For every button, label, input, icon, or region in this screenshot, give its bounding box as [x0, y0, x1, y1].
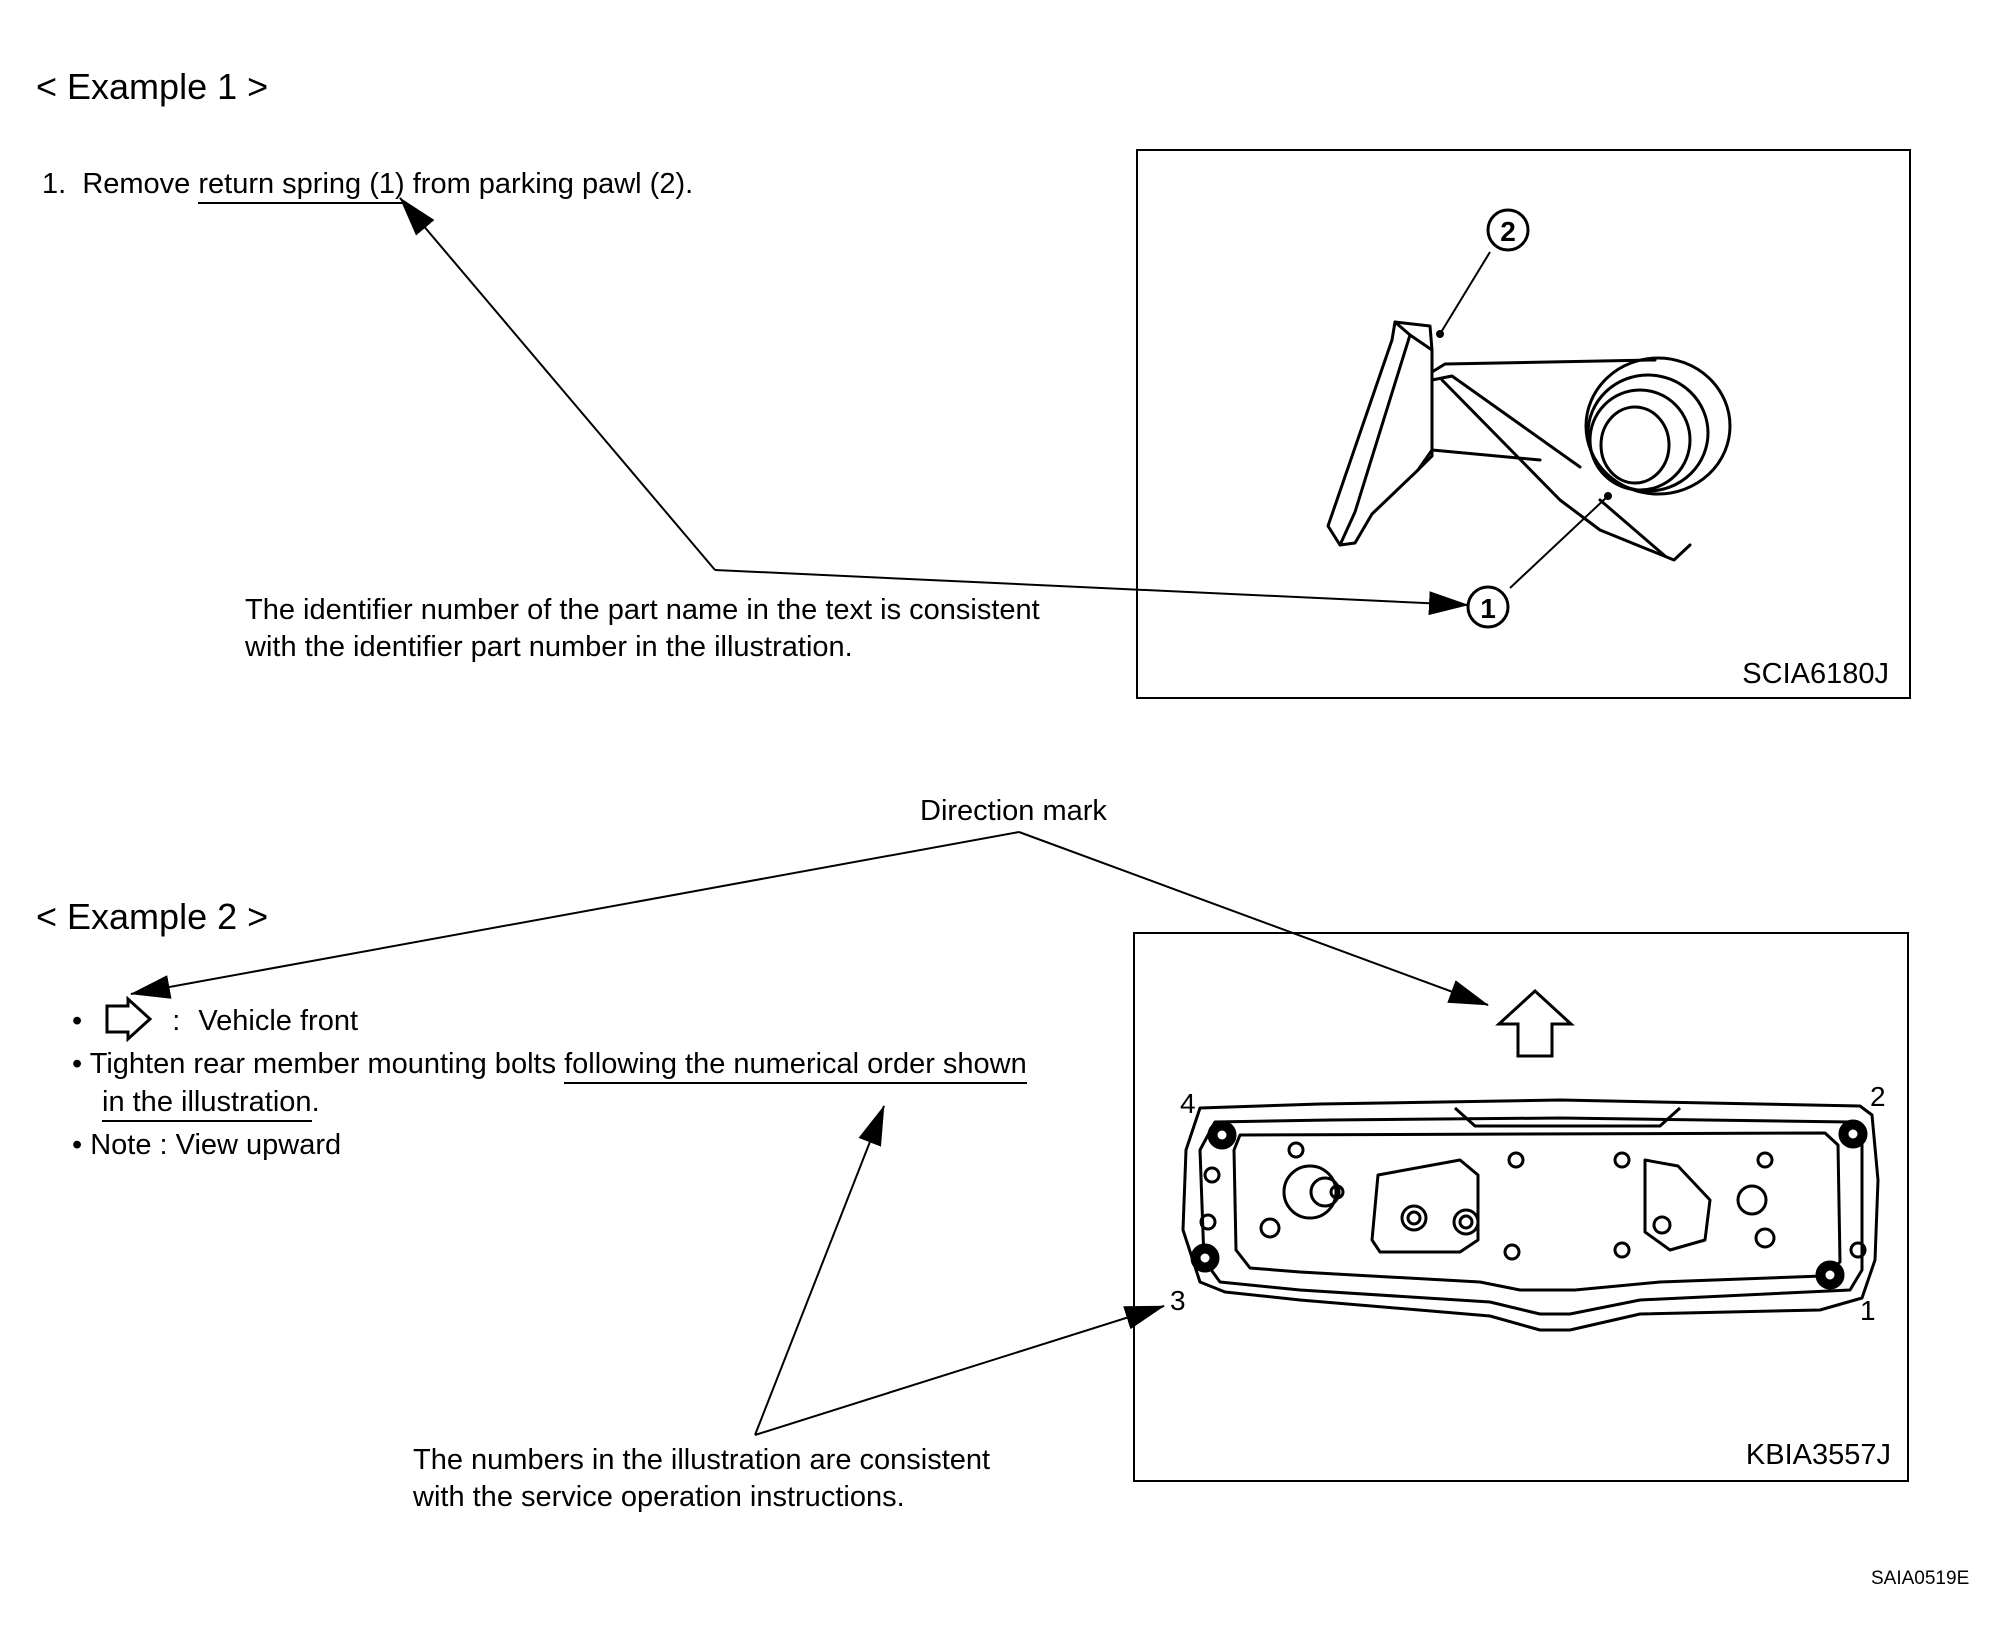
example-2-heading: < Example 2 >: [36, 896, 269, 937]
arrow-to-bullet-text: [754, 1105, 885, 1436]
example-1-callout-arrows: [399, 197, 1469, 616]
bullet-tighten: • Tighten rear member mounting bolts fol…: [72, 1046, 1027, 1084]
arrow-to-direction-mark: [1018, 831, 1489, 1006]
bullet-vehicle-front: • : Vehicle front: [72, 995, 359, 1043]
bullet-note: • Note : View upward: [72, 1127, 341, 1164]
step-part-reference: return spring (1): [198, 168, 405, 204]
bolts: [1190, 1119, 1868, 1290]
bullet-2-underlined-1: following the numerical order shown: [564, 1048, 1027, 1084]
bolt-label-1: 1: [1860, 1295, 1876, 1326]
example-2-callout-arrows: [754, 1105, 1165, 1436]
bullet-dot: •: [72, 1005, 83, 1037]
example-1-step: 1. Remove return spring (1) from parking…: [42, 166, 694, 204]
bullet-1-text: Vehicle front: [198, 1005, 359, 1037]
callout-line-2: with the service operation instructions.: [413, 1481, 905, 1513]
bullet-2-text-pre: Tighten rear member mounting bolts: [89, 1048, 565, 1080]
figure-1-label-1: 1: [1480, 593, 1496, 624]
figure-1-frame: SCIA6180J: [1136, 149, 1911, 699]
direction-mark-label: Direction mark: [920, 795, 1107, 827]
bolt-label-3: 3: [1170, 1285, 1186, 1316]
step-number: 1.: [42, 168, 67, 200]
example-1-heading: < Example 1 >: [36, 66, 269, 107]
figure-1-code: SCIA6180J: [1742, 658, 1889, 690]
example-1-callout: The identifier number of the part name i…: [245, 592, 1040, 666]
bullet-2-underlined-2: in the illustration: [102, 1086, 312, 1122]
bullet-3-text: Note : View upward: [90, 1129, 342, 1161]
figure-1-label-2: 2: [1500, 216, 1516, 247]
callout-line-1: The numbers in the illustration are cons…: [413, 1444, 991, 1476]
step-text-post: from parking pawl (2).: [404, 168, 694, 200]
step-text-pre: Remove: [82, 168, 199, 200]
arrow-to-vehicle-front-icon: [130, 831, 1020, 999]
arrow-to-label-1: [714, 569, 1469, 616]
example-2-callout: The numbers in the illustration are cons…: [413, 1442, 990, 1516]
callout-line-2: with the identifier part number in the i…: [245, 631, 853, 663]
figure-1-labels: [1436, 208, 1612, 629]
figure-2-code: KBIA3557J: [1745, 1439, 1891, 1471]
direction-mark-arrows: [130, 831, 1489, 1006]
bullet-dot: •: [72, 1129, 83, 1161]
bullet-tighten-cont: in the illustration.: [102, 1084, 320, 1122]
arrow-to-bolt-3: [754, 1305, 1165, 1436]
rear-member-drawing: [1181, 1098, 1880, 1332]
vehicle-front-arrow-icon: [105, 995, 153, 1043]
figure-2-frame: KBIA3557J: [1133, 932, 1909, 1482]
bolt-label-2: 2: [1870, 1081, 1886, 1112]
page-code: SAIA0519E: [1871, 1568, 1970, 1589]
bullet-1-sep: :: [172, 1005, 181, 1037]
bullet-dot: •: [72, 1048, 83, 1080]
bolt-label-4: 4: [1180, 1088, 1196, 1119]
label-1-circle: [1466, 585, 1510, 629]
direction-mark-icon: [1495, 988, 1575, 1058]
callout-line-1: The identifier number of the part name i…: [245, 594, 1040, 626]
label-2-circle: [1486, 208, 1530, 252]
bullet-2-text-post: .: [311, 1086, 320, 1118]
arrow-to-step-text: [399, 197, 716, 571]
parking-pawl-drawing: [1326, 320, 1732, 562]
